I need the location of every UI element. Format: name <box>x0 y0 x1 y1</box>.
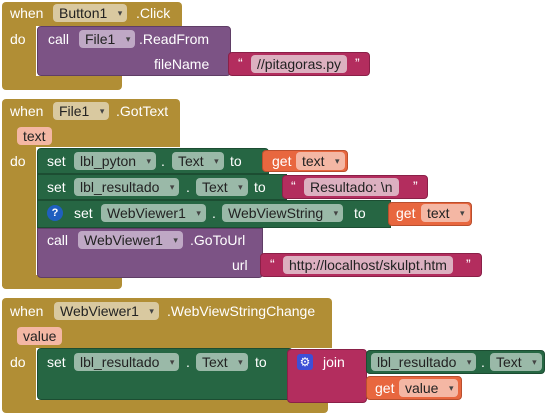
join-keyword: join <box>323 354 345 370</box>
chevron-down-icon: ▾ <box>238 357 243 367</box>
chevron-down-icon: ▾ <box>173 235 178 245</box>
quote-open-icon: “ <box>291 178 296 194</box>
chevron-down-icon: ▾ <box>335 156 340 166</box>
call-gotourl-block[interactable] <box>37 228 263 278</box>
string-field[interactable]: Resultado: \n <box>304 178 399 196</box>
component-dropdown[interactable]: WebViewer1▾ <box>78 231 183 249</box>
property-dropdown[interactable]: WebViewString▾ <box>222 204 344 222</box>
chevron-down-icon: ▾ <box>448 383 454 393</box>
property-dropdown[interactable]: Text▾ <box>196 178 248 196</box>
param-label: url <box>232 257 248 273</box>
chevron-down-icon: ▾ <box>196 208 201 218</box>
property-dropdown[interactable]: Text▾ <box>490 353 542 371</box>
event-name: .Click <box>136 5 171 21</box>
to-keyword: to <box>354 205 366 221</box>
quote-open-icon: “ <box>270 256 275 272</box>
set-keyword: set <box>47 153 66 169</box>
component-dropdown[interactable]: File1▾ <box>53 102 110 120</box>
help-icon[interactable]: ? <box>47 205 63 221</box>
to-keyword: to <box>254 179 266 195</box>
set-keyword: set <box>47 354 66 370</box>
get-keyword: get <box>396 205 416 221</box>
call-keyword: call <box>47 232 69 248</box>
component-dropdown[interactable]: WebViewer1▾ <box>54 302 159 320</box>
get-keyword: get <box>375 380 395 396</box>
chevron-down-icon: ▾ <box>466 357 472 367</box>
do-keyword: do <box>10 354 26 370</box>
when-keyword: when <box>10 303 44 319</box>
quote-close-icon: ” <box>413 178 418 194</box>
property-dropdown[interactable]: Text▾ <box>172 152 224 170</box>
set-keyword: set <box>74 205 93 221</box>
component-dropdown[interactable]: lbl_resultado▾ <box>74 353 180 371</box>
chevron-down-icon: ▾ <box>238 182 243 192</box>
event-name: .WebViewStringChange <box>167 303 316 319</box>
gear-icon[interactable]: ⚙ <box>297 354 313 370</box>
quote-close-icon: ” <box>355 55 360 71</box>
chevron-down-icon: ▾ <box>333 208 339 218</box>
to-keyword: to <box>255 354 267 370</box>
set-keyword: set <box>47 179 66 195</box>
when-keyword: when <box>10 5 44 21</box>
variable-dropdown[interactable]: text▾ <box>421 204 470 222</box>
do-keyword: do <box>10 153 26 169</box>
chevron-down-icon: ▾ <box>149 306 154 316</box>
quote-close-icon: ” <box>466 256 471 272</box>
chevron-down-icon: ▾ <box>146 156 152 166</box>
variable-dropdown[interactable]: value▾ <box>399 379 459 397</box>
dot: . <box>186 179 190 195</box>
dot: . <box>186 354 190 370</box>
chevron-down-icon: ▾ <box>125 34 131 44</box>
event-param-value[interactable]: value <box>17 327 63 345</box>
method-name: .ReadFrom <box>139 31 210 47</box>
dot: . <box>481 354 485 370</box>
when-keyword: when <box>10 103 44 119</box>
chevron-down-icon: ▾ <box>460 208 465 218</box>
event-name: .GotText <box>116 103 169 119</box>
quote-open-icon: “ <box>238 55 243 71</box>
to-keyword: to <box>230 153 242 169</box>
chevron-down-icon: ▾ <box>214 156 219 166</box>
dot: . <box>161 153 165 169</box>
variable-dropdown[interactable]: text▾ <box>296 152 345 170</box>
method-name: .GoToUrl <box>190 232 246 248</box>
component-dropdown[interactable]: Button1▾ <box>53 4 128 22</box>
chevron-down-icon: ▾ <box>99 106 105 116</box>
component-dropdown[interactable]: lbl_resultado▾ <box>371 353 477 371</box>
join-block[interactable] <box>287 349 367 403</box>
string-field[interactable]: http://localhost/skulpt.htm <box>283 256 453 274</box>
event-param-text[interactable]: text <box>17 127 52 145</box>
chevron-down-icon: ▾ <box>169 357 175 367</box>
do-keyword: do <box>10 31 26 47</box>
dot: . <box>212 205 216 221</box>
get-keyword: get <box>272 153 292 169</box>
chevron-down-icon: ▾ <box>117 8 123 18</box>
component-dropdown[interactable]: WebViewer1▾ <box>101 204 206 222</box>
component-dropdown[interactable]: lbl_pyton▾ <box>74 152 157 170</box>
string-field[interactable]: //pitagoras.py <box>251 55 348 73</box>
call-keyword: call <box>48 31 70 47</box>
property-dropdown[interactable]: Text▾ <box>196 353 248 371</box>
component-dropdown[interactable]: File1▾ <box>79 30 136 48</box>
component-dropdown[interactable]: lbl_resultado▾ <box>74 178 180 196</box>
param-label: fileName <box>154 56 210 72</box>
chevron-down-icon: ▾ <box>532 357 537 367</box>
chevron-down-icon: ▾ <box>169 182 175 192</box>
